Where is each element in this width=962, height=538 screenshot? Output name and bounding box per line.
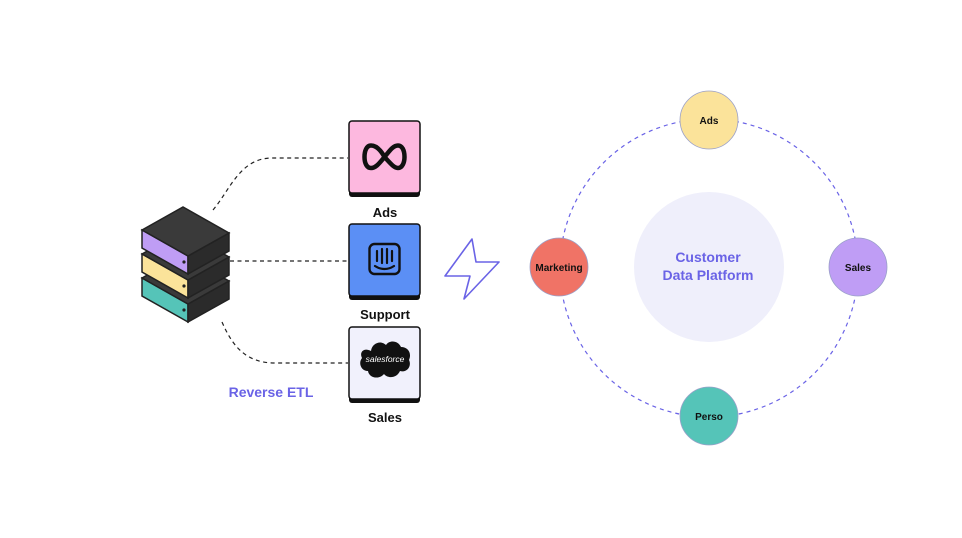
cdp-node-marketing-label: Marketing (535, 263, 582, 274)
database-stack-icon (140, 206, 231, 324)
destination-support: Support (348, 223, 421, 322)
intercom-logo-icon (368, 242, 401, 276)
cdp-node-perso-label: Perso (695, 412, 723, 423)
cdp-center-title-line1: Customer (675, 249, 741, 265)
connector-to-sales (221, 321, 348, 364)
cdp-node-ads: Ads (679, 90, 739, 150)
destination-support-tile (348, 223, 421, 297)
salesforce-logo-icon: salesforce (360, 341, 411, 378)
salesforce-logo-text: salesforce (366, 354, 405, 364)
cdp-node-marketing: Marketing (529, 237, 589, 297)
reverse-etl-label: Reverse ETL (229, 384, 314, 400)
cdp-node-ads-label: Ads (700, 116, 719, 127)
destination-support-label: Support (360, 307, 410, 322)
meta-logo-icon (362, 143, 407, 171)
destination-sales-label: Sales (368, 410, 402, 425)
cdp-center-title-line2: Data Platform (662, 267, 753, 283)
destination-ads: Ads (348, 120, 421, 220)
cdp-node-sales: Sales (828, 237, 888, 297)
cdp-node-sales-label: Sales (845, 263, 872, 274)
connector-to-ads (212, 157, 348, 211)
cdp-node-perso: Perso (679, 386, 739, 446)
etl-connectors (212, 157, 348, 364)
cdp-center: Customer Data Platform (634, 192, 784, 342)
destination-sales: salesforce Sales (348, 326, 421, 425)
destination-ads-label: Ads (373, 205, 398, 220)
lightning-bolt-icon (444, 238, 500, 300)
